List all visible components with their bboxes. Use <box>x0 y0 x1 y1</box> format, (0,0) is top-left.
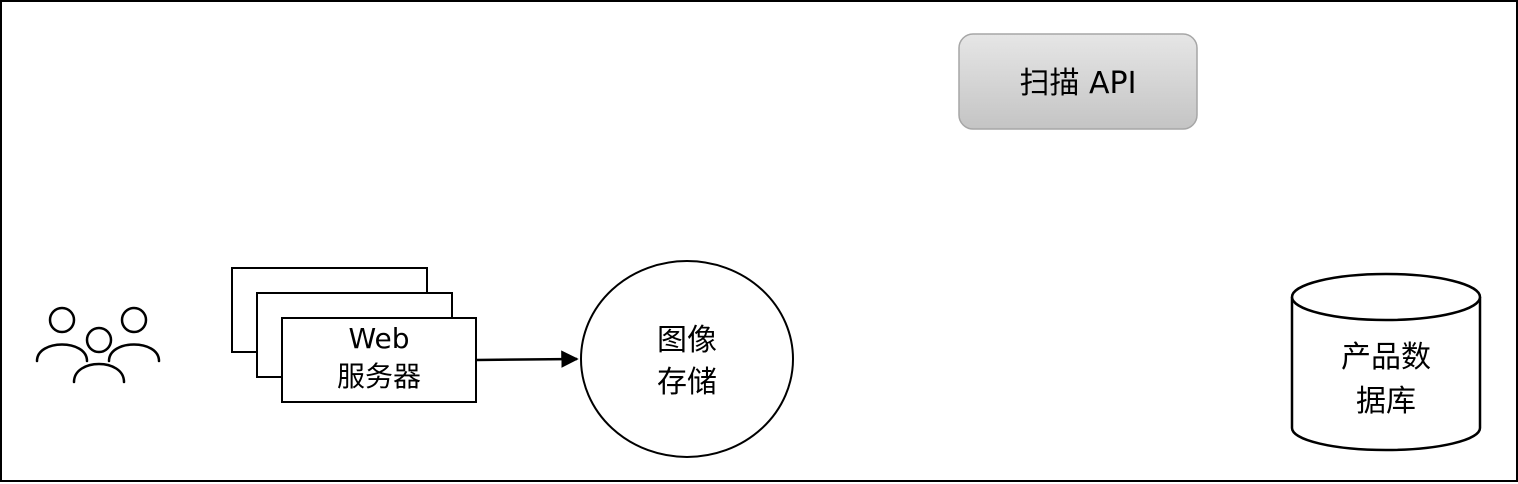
product-db-line-1: 产品数 <box>1341 340 1431 375</box>
arrow-web-to-image-storage <box>475 350 579 368</box>
scan-api-text: 扫描 API <box>1019 66 1137 101</box>
web-server-page-front <box>281 317 477 403</box>
web-server-stack <box>231 267 477 403</box>
users-group-icon <box>35 306 161 384</box>
web-server-line-1: Web <box>348 322 410 355</box>
web-server-label: Web 服务器 <box>282 320 476 396</box>
product-db-line-2: 据库 <box>1356 384 1416 419</box>
image-storage-line-2: 存储 <box>657 365 717 400</box>
product-db-cylinder <box>1290 272 1482 452</box>
web-server-line-2: 服务器 <box>336 360 421 393</box>
product-db-label: 产品数 据库 <box>1292 336 1480 424</box>
image-storage-ellipse <box>580 260 794 458</box>
image-storage-label: 图像 存储 <box>581 320 793 404</box>
image-storage-line-1: 图像 <box>657 323 717 358</box>
scan-api-label: 扫描 API <box>959 57 1197 111</box>
scan-api-box <box>958 33 1198 130</box>
